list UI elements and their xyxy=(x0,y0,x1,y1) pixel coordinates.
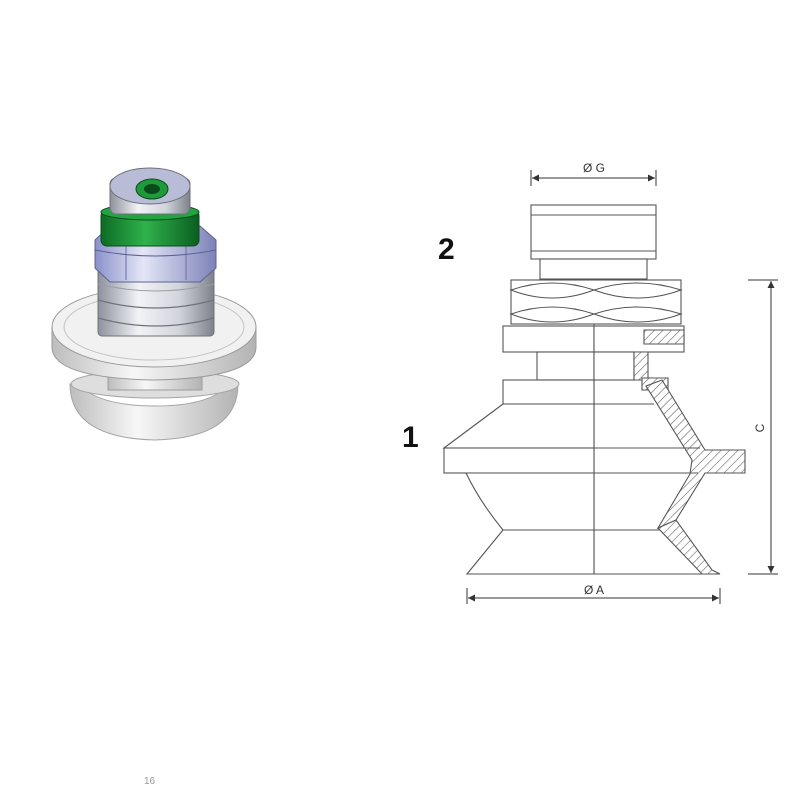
body-right-section xyxy=(593,325,746,575)
technical-drawing xyxy=(442,204,746,575)
dim-g-label: Ø G xyxy=(583,161,605,175)
callout-cup: 1 xyxy=(402,421,419,454)
body-left-profile xyxy=(442,325,595,575)
suction-cup-render xyxy=(51,167,257,441)
fitting-top-cylinder xyxy=(530,204,657,280)
page-number: 16 xyxy=(144,776,156,787)
hex-nut-drawing xyxy=(509,279,683,325)
fitting-body xyxy=(97,265,215,337)
top-port xyxy=(109,167,191,215)
dim-a-label: Ø A xyxy=(584,583,604,597)
dimension-lines xyxy=(466,170,778,604)
callout-fitting: 2 xyxy=(438,233,455,266)
dim-c-label: C xyxy=(753,423,767,432)
